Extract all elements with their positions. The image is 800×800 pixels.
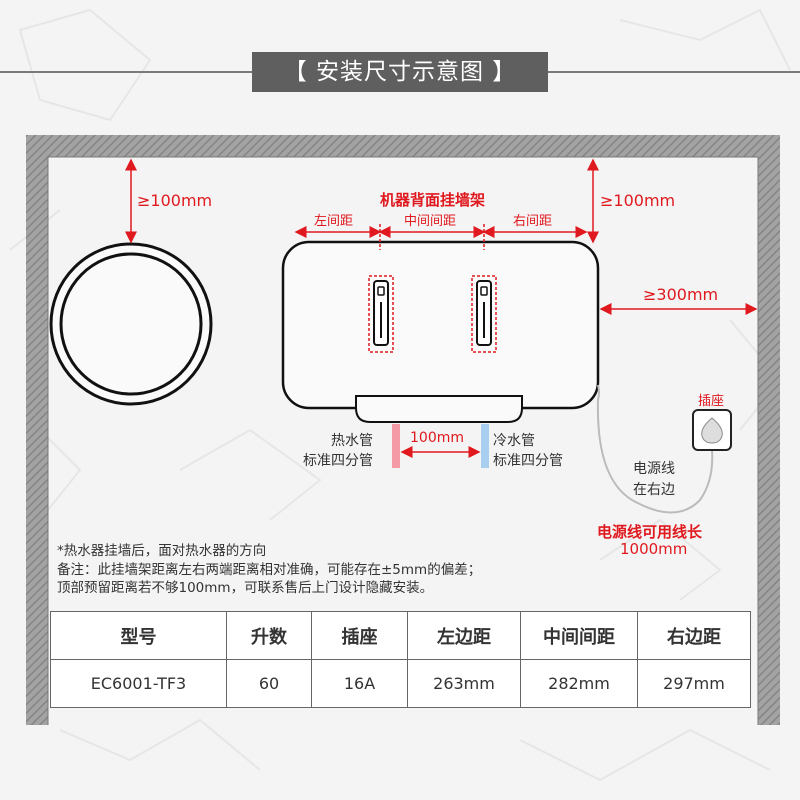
- bracket-title: 机器背面挂墙架: [380, 191, 486, 209]
- cold-water-pipe: [481, 424, 489, 468]
- hot-pipe-spec-label: 标准四分管: [303, 453, 373, 469]
- bracket-spacing-dimension: [294, 224, 588, 250]
- top-clearance-left-label: ≥100mm: [137, 191, 213, 210]
- hot-water-pipe: [392, 424, 400, 468]
- header-left-spacing: 左边距: [407, 611, 521, 660]
- heater-front-view: [281, 240, 600, 423]
- power-cord: [596, 384, 714, 514]
- top-clearance-right-label: ≥100mm: [600, 191, 676, 210]
- cell-right-spacing: 297mm: [637, 659, 751, 708]
- hot-pipe-label: 热水管: [331, 433, 373, 449]
- cell-socket: 16A: [311, 659, 408, 708]
- cold-pipe-spec-label: 标准四分管: [493, 453, 563, 469]
- header-capacity: 升数: [226, 611, 312, 660]
- heater-side-view: [49, 242, 213, 406]
- socket-label: 插座: [698, 394, 725, 409]
- cell-capacity: 60: [226, 659, 312, 708]
- header-right-spacing: 右边距: [637, 611, 751, 660]
- header-model: 型号: [50, 611, 227, 660]
- cold-pipe-label: 冷水管: [493, 433, 535, 449]
- header-middle-spacing: 中间间距: [520, 611, 638, 660]
- cord-length-label: 电源线可用线长: [597, 523, 703, 541]
- cell-model: EC6001-TF3: [50, 659, 227, 708]
- cell-left-spacing: 263mm: [407, 659, 521, 708]
- spec-table: 型号 升数 插座 左边距 中间间距 右边距 EC6001-TF3 60 16A …: [50, 611, 751, 708]
- table-header-row: 型号 升数 插座 左边距 中间间距 右边距: [50, 611, 751, 660]
- pipe-distance-label: 100mm: [410, 430, 464, 446]
- middle-spacing-label: 中间间距: [404, 214, 457, 229]
- left-spacing-label: 左间距: [314, 214, 354, 229]
- note-line: 备注：此挂墙架距离左右两端距离相对准确，可能存在±5mm的偏差；: [57, 561, 482, 578]
- header-socket: 插座: [311, 611, 408, 660]
- cord-length-value: 1000mm: [620, 540, 688, 558]
- socket-icon: [692, 409, 732, 451]
- note-line: 顶部预留距离若不够100mm，可联系售后上门设计隐藏安装。: [57, 580, 434, 596]
- right-spacing-label: 右间距: [513, 214, 553, 229]
- power-cord-label: 电源线: [633, 461, 675, 477]
- wall-bracket-left: [368, 275, 394, 353]
- table-row: EC6001-TF3 60 16A 263mm 282mm 297mm: [50, 659, 751, 708]
- wall: [26, 135, 780, 725]
- side-clearance-right-label: ≥300mm: [643, 285, 719, 304]
- page-title: 【 安装尺寸示意图 】: [252, 52, 548, 92]
- power-cord-side-label: 在右边: [633, 482, 675, 498]
- note-line: *热水器挂墙后，面对热水器的方向: [57, 543, 267, 559]
- wall-bracket-right: [471, 275, 497, 353]
- cell-middle-spacing: 282mm: [520, 659, 638, 708]
- installation-notes: *热水器挂墙后，面对热水器的方向 备注：此挂墙架距离左右两端距离相对准确，可能存…: [57, 542, 481, 598]
